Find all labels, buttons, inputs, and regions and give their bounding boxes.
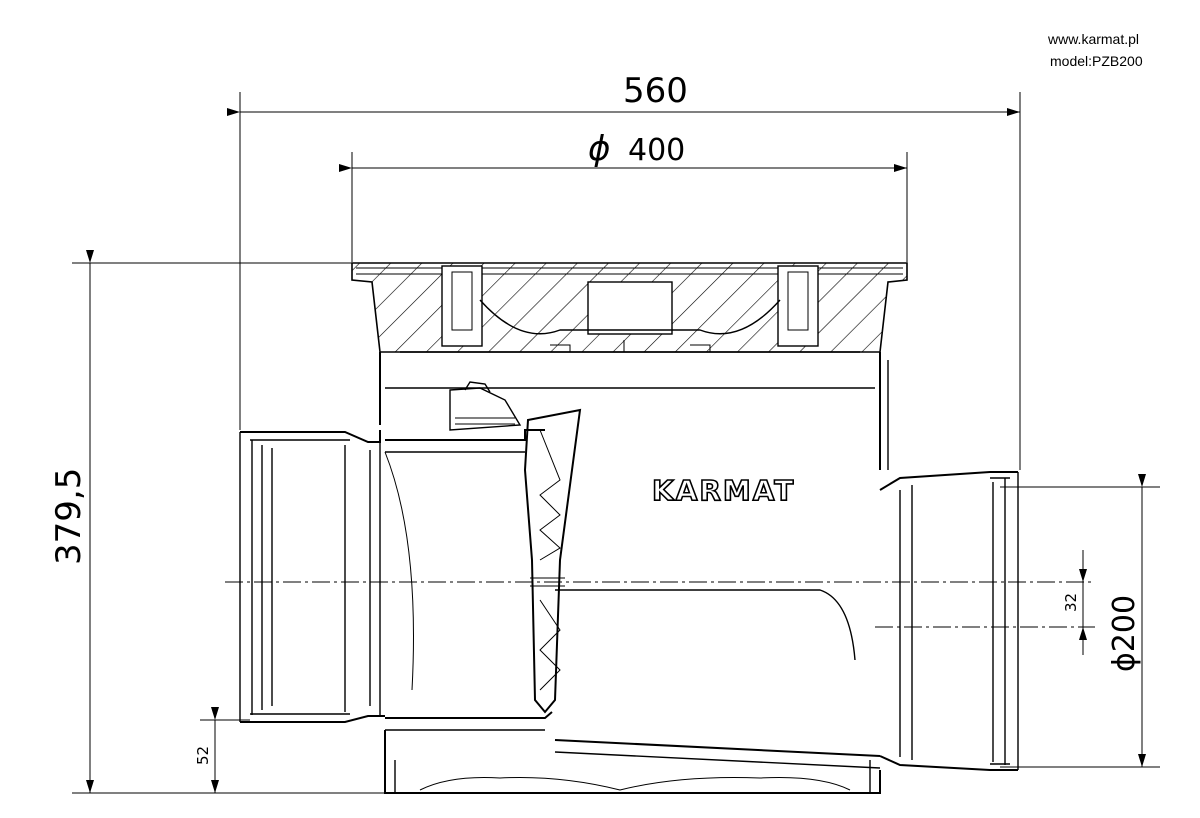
overall-height-label: 379,5 [49,468,89,565]
brand-logo: KARMAT [652,474,795,507]
pipe-offset-label: 32 [1062,593,1080,612]
dimension-inlet-diameter: ϕ 400 [339,129,908,262]
inlet-diameter-label: 400 [628,133,685,168]
inlet-diameter-symbol: ϕ [588,129,610,169]
dimension-bottom-offset: 52 [194,707,250,793]
overall-width-label: 560 [623,71,688,111]
dimension-pipe-offset: 32 [1062,550,1087,655]
inlet-pipe [239,430,414,723]
dimension-pipe-diameter: ϕ200 [1000,474,1160,768]
lower-channel [384,589,881,794]
dimension-overall-height: 379,5 [49,250,400,794]
flap-assembly [385,381,582,731]
dimension-overall-width: 560 [227,71,1021,470]
pipe-diameter-label: ϕ200 [1107,595,1142,672]
top-cover [351,262,908,353]
outlet-pipe [879,471,1019,771]
website-label: www.karmat.pl [1047,31,1139,47]
bottom-offset-label: 52 [194,746,212,765]
model-label: model:PZB200 [1050,53,1143,69]
